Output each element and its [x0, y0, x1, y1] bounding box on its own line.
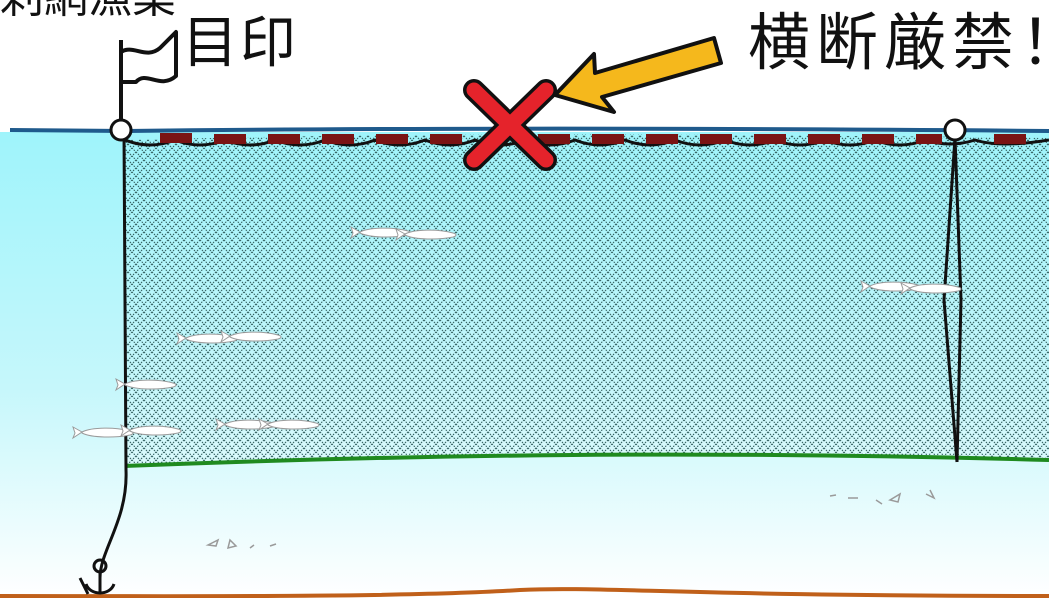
right-buoy-icon	[943, 118, 967, 142]
float-line	[160, 133, 1026, 144]
left-buoy-icon	[109, 118, 133, 142]
water-surface-line	[9, 126, 1049, 134]
anchor-icon	[78, 558, 116, 595]
top-left-label: 刺網漁業	[0, 0, 176, 20]
seafloor-debris	[205, 489, 936, 550]
right-buoy-pole	[942, 137, 963, 463]
seabed	[0, 587, 1049, 598]
prohibition-x-icon	[463, 79, 557, 171]
marker-label: 目印	[182, 11, 298, 76]
lead-line	[124, 452, 1049, 468]
arrow-icon	[553, 36, 723, 114]
warning-label: 横断厳禁！	[748, 6, 1049, 79]
anchor-rope	[98, 131, 128, 579]
flag-icon	[119, 30, 178, 122]
net-mesh	[125, 134, 1049, 466]
